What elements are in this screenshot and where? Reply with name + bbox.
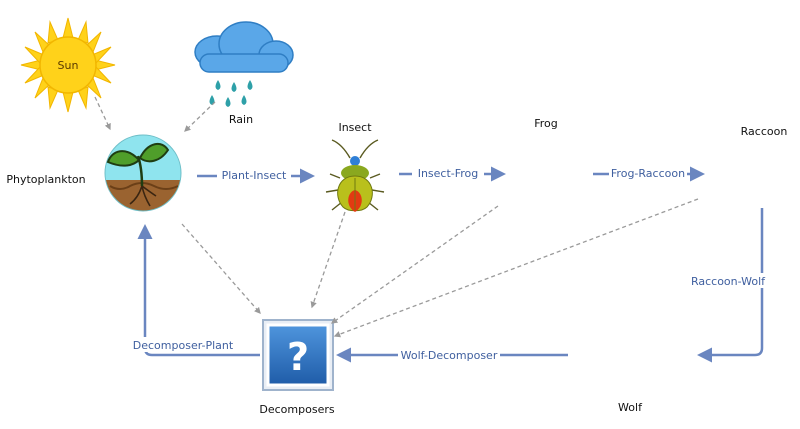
edge-raccoon-wolf bbox=[697, 208, 764, 363]
node-label-decomposers: Decomposers bbox=[259, 403, 334, 416]
arrow-frog-to-decomposers bbox=[330, 205, 499, 324]
arrow-sun-to-phytoplankton bbox=[94, 96, 111, 131]
edge-decomposer-plant bbox=[137, 224, 260, 357]
node-label-wolf: Wolf bbox=[618, 401, 643, 414]
beetle-icon bbox=[325, 139, 385, 212]
energy-arrows bbox=[94, 96, 699, 338]
node-label-rain: Rain bbox=[229, 113, 253, 126]
edge-label-plant-insect: Plant-Insect bbox=[222, 169, 287, 182]
node-label-raccoon: Raccoon bbox=[741, 125, 788, 138]
edge-label-decomposer-plant: Decomposer-Plant bbox=[133, 339, 234, 352]
arrow-rain-to-phytoplankton bbox=[184, 101, 216, 132]
question-mark-glyph: ? bbox=[287, 335, 309, 379]
sun-label: Sun bbox=[58, 59, 79, 72]
arrow-raccoon-to-decomposers bbox=[333, 198, 699, 338]
edge-label-insect-frog: Insect-Frog bbox=[418, 167, 479, 180]
edge-label-raccoon-wolf: Raccoon-Wolf bbox=[691, 275, 766, 288]
node-label-phytoplankton: Phytoplankton bbox=[6, 173, 85, 186]
node-label-frog: Frog bbox=[534, 117, 558, 130]
rain-cloud-icon bbox=[194, 21, 294, 107]
arrow-phytoplankton-to-decomposers bbox=[181, 223, 261, 314]
arrow-insect-to-decomposers bbox=[310, 211, 346, 309]
food-chain-arrows bbox=[137, 166, 764, 363]
edge-label-frog-raccoon: Frog-Raccoon bbox=[611, 167, 685, 180]
edge-label-wolf-decomposer: Wolf-Decomposer bbox=[401, 349, 498, 362]
sun-icon bbox=[20, 17, 116, 113]
question-box-icon: ? bbox=[262, 319, 334, 391]
sprout-icon bbox=[104, 134, 182, 212]
node-label-insect: Insect bbox=[338, 121, 372, 134]
